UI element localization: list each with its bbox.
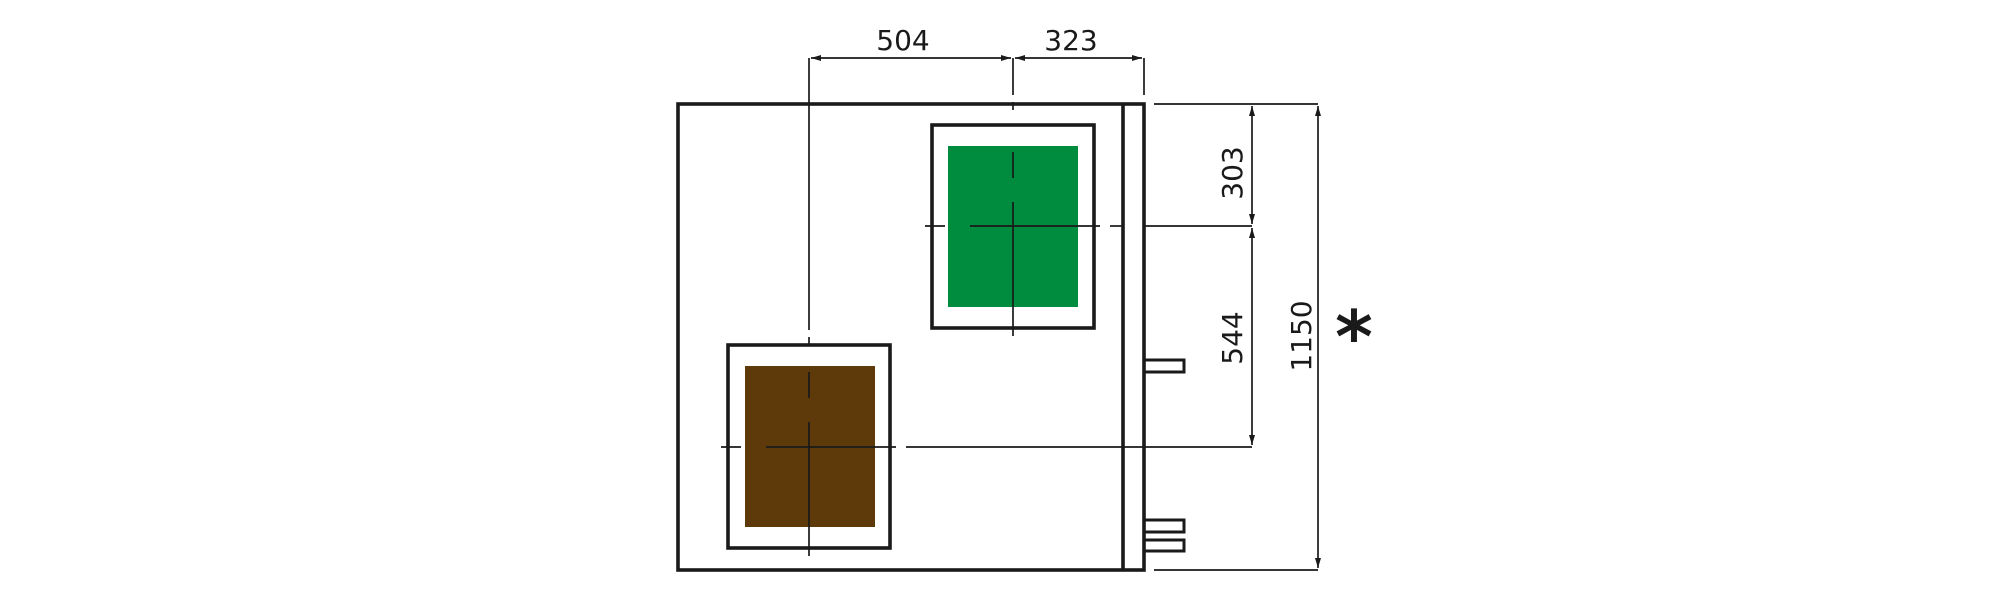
connector-upper: [1145, 358, 1186, 374]
extension-lines: [1143, 58, 1318, 571]
dimension-lines: [811, 55, 1321, 568]
center-lines: [721, 58, 1252, 556]
dim-label-total-height: 1150: [1285, 300, 1318, 371]
dim-label-center-spacing: 544: [1216, 311, 1249, 364]
connector-lower-1: [1145, 518, 1186, 534]
dim-label-right-offset: 323: [1044, 24, 1097, 57]
enclosure: [676, 102, 1146, 572]
dim-label-top-offset: 303: [1216, 146, 1249, 199]
enclosure-body: [676, 102, 1146, 572]
note-marker: *: [1335, 295, 1373, 379]
dimension-labels: 504 323 303 544 1150: [876, 24, 1318, 372]
connector-lower-2: [1145, 538, 1186, 553]
dim-label-left-offset: 504: [876, 24, 929, 57]
side-connectors: [1145, 358, 1186, 553]
